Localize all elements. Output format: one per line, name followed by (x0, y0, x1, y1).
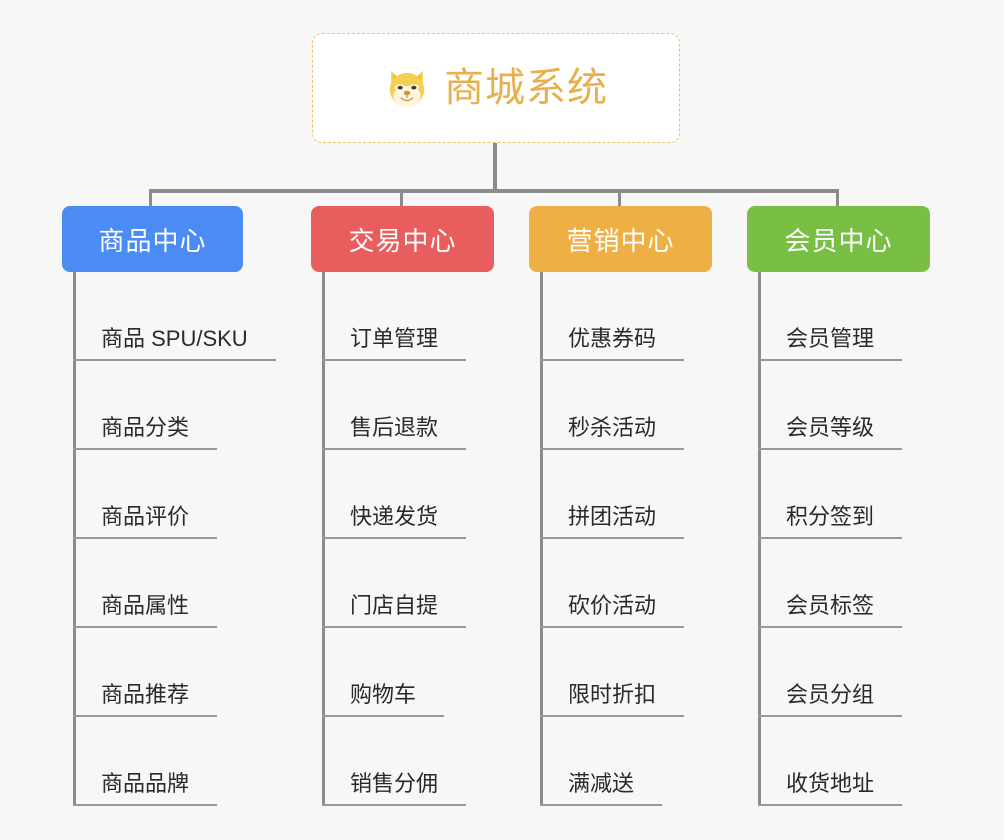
list-item[interactable]: 限时折扣 (529, 628, 747, 717)
list-item[interactable]: 优惠券码 (529, 272, 747, 361)
list-item-label: 快递发货 (322, 503, 467, 539)
branch-column-商品中心: 商品中心 商品 SPU/SKU 商品分类 商品评价 商品属性 商品推荐 商品品牌 (62, 206, 307, 806)
list-item[interactable]: 商品 SPU/SKU (62, 272, 307, 361)
connector-drop-2 (400, 189, 403, 211)
list-item[interactable]: 商品品牌 (62, 717, 307, 806)
list-item[interactable]: 砍价活动 (529, 539, 747, 628)
list-item[interactable]: 秒杀活动 (529, 361, 747, 450)
list-item[interactable]: 商品推荐 (62, 628, 307, 717)
branch-header-0[interactable]: 商品中心 (62, 206, 243, 272)
branch-items-0: 商品 SPU/SKU 商品分类 商品评价 商品属性 商品推荐 商品品牌 (62, 272, 307, 806)
branch-items-1: 订单管理 售后退款 快递发货 门店自提 购物车 销售分佣 (311, 272, 529, 806)
list-item-label: 会员分组 (758, 681, 903, 717)
list-item[interactable]: 积分签到 (747, 450, 965, 539)
root-title: 商城系统 (444, 66, 608, 110)
list-item-label: 砍价活动 (540, 592, 685, 628)
branch-spine-0 (73, 272, 76, 806)
list-item[interactable]: 门店自提 (311, 539, 529, 628)
list-item[interactable]: 购物车 (311, 628, 529, 717)
shiba-dog-icon (389, 70, 425, 108)
list-item-label: 限时折扣 (540, 681, 685, 717)
list-item[interactable]: 会员分组 (747, 628, 965, 717)
list-item[interactable]: 订单管理 (311, 272, 529, 361)
connector-root-vertical (493, 143, 497, 191)
list-item-label: 购物车 (322, 681, 445, 717)
list-item[interactable]: 收货地址 (747, 717, 965, 806)
list-item[interactable]: 售后退款 (311, 361, 529, 450)
list-item[interactable]: 销售分佣 (311, 717, 529, 806)
list-item-label: 售后退款 (322, 414, 467, 450)
list-item-label: 积分签到 (758, 503, 903, 539)
list-item[interactable]: 会员标签 (747, 539, 965, 628)
list-item-label: 商品推荐 (73, 681, 218, 717)
branch-spine-2 (540, 272, 543, 806)
branch-header-2[interactable]: 营销中心 (529, 206, 712, 272)
list-item[interactable]: 快递发货 (311, 450, 529, 539)
list-item[interactable]: 商品评价 (62, 450, 307, 539)
list-item-label: 会员管理 (758, 325, 903, 361)
branch-header-3[interactable]: 会员中心 (747, 206, 930, 272)
branch-spine-3 (758, 272, 761, 806)
list-item[interactable]: 商品分类 (62, 361, 307, 450)
list-item-label: 会员标签 (758, 592, 903, 628)
list-item-label: 商品评价 (73, 503, 218, 539)
root-node[interactable]: 商城系统 (312, 33, 680, 143)
branch-header-1[interactable]: 交易中心 (311, 206, 494, 272)
list-item[interactable]: 会员管理 (747, 272, 965, 361)
branch-column-营销中心: 营销中心 优惠券码 秒杀活动 拼团活动 砍价活动 限时折扣 满减送 (529, 206, 747, 806)
list-item[interactable]: 满减送 (529, 717, 747, 806)
list-item-label: 满减送 (540, 770, 663, 806)
connector-drop-1 (149, 189, 152, 211)
list-item-label: 收货地址 (758, 770, 903, 806)
list-item-label: 商品分类 (73, 414, 218, 450)
list-item-label: 商品品牌 (73, 770, 218, 806)
list-item-label: 优惠券码 (540, 325, 685, 361)
list-item-label: 商品 SPU/SKU (73, 325, 276, 361)
branch-column-会员中心: 会员中心 会员管理 会员等级 积分签到 会员标签 会员分组 收货地址 (747, 206, 965, 806)
list-item-label: 销售分佣 (322, 770, 467, 806)
branch-column-交易中心: 交易中心 订单管理 售后退款 快递发货 门店自提 购物车 销售分佣 (311, 206, 529, 806)
list-item-label: 拼团活动 (540, 503, 685, 539)
list-item[interactable]: 会员等级 (747, 361, 965, 450)
list-item-label: 门店自提 (322, 592, 467, 628)
list-item[interactable]: 拼团活动 (529, 450, 747, 539)
list-item-label: 会员等级 (758, 414, 903, 450)
list-item-label: 商品属性 (73, 592, 218, 628)
connector-drop-4 (836, 189, 839, 211)
connector-horizontal-bus (149, 189, 839, 193)
connector-drop-3 (618, 189, 621, 211)
list-item-label: 订单管理 (322, 325, 467, 361)
branch-items-3: 会员管理 会员等级 积分签到 会员标签 会员分组 收货地址 (747, 272, 965, 806)
list-item[interactable]: 商品属性 (62, 539, 307, 628)
list-item-label: 秒杀活动 (540, 414, 685, 450)
branch-items-2: 优惠券码 秒杀活动 拼团活动 砍价活动 限时折扣 满减送 (529, 272, 747, 806)
branch-spine-1 (322, 272, 325, 806)
